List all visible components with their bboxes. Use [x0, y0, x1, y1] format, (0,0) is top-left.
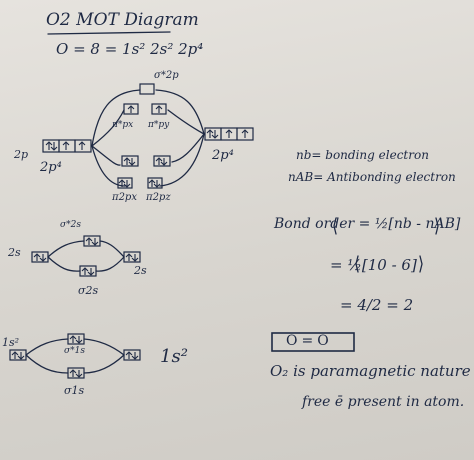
sigma-star-2s-box — [83, 235, 101, 247]
bo-bracket-right — [435, 217, 439, 235]
sigma-star-2s-label: σ*2s — [60, 220, 81, 230]
bond-order-result: = 4/2 = 2 — [340, 296, 414, 314]
sigma-star-1s-box — [67, 333, 85, 345]
right-1s-label: 1s² — [160, 346, 188, 367]
left-2p-boxes — [42, 139, 92, 153]
curve-l-mid — [91, 109, 125, 147]
sigma-2s-box — [79, 265, 97, 277]
pi-star-boxes — [123, 103, 167, 115]
pi-star-x-label: π*px — [112, 120, 134, 130]
bo2-bracket-right — [419, 255, 423, 273]
title-underline — [47, 31, 171, 35]
pi-y-label: π2pz — [146, 192, 171, 203]
sigma-star-2p-box — [139, 83, 155, 95]
nab-definition: nAB= Antibonding electron — [288, 170, 456, 184]
sigma-1s-box — [67, 367, 85, 379]
curve-1s-rb — [83, 354, 125, 374]
curve-r-bottom — [159, 133, 205, 187]
sigma-star-1s-label: σ*1s — [64, 346, 85, 356]
curve-1s-lb — [25, 354, 69, 374]
bo2-bracket-left — [355, 255, 359, 273]
sigma-1s-label: σ1s — [64, 384, 85, 397]
bond-order-substitution: = ½[10 - 6] — [330, 256, 417, 274]
double-bond-box — [271, 332, 355, 352]
curve-2s-rt — [99, 240, 125, 258]
right-2p-boxes — [204, 127, 254, 141]
curve-2s-lt — [47, 240, 85, 258]
sigma-2s-label: σ2s — [78, 284, 99, 297]
curve-r-low — [171, 133, 205, 163]
left-2p-label: 2p — [14, 148, 29, 161]
conclusion-line-1: O₂ is paramagnetic nature — [270, 362, 471, 380]
right-2p4-label: 2p⁴ — [212, 148, 234, 163]
left-2s-box — [31, 251, 49, 263]
right-1s-box — [123, 349, 141, 361]
conclusion-line-2: free ē present in atom. — [302, 394, 465, 410]
bond-order-formula: Bond order = ½[nb - nAB] — [274, 216, 461, 232]
sigma-2p-boxes — [117, 177, 163, 189]
curve-2s-rb — [95, 256, 125, 272]
curve-l-low — [91, 145, 121, 166]
right-2s-label: 2s — [134, 264, 147, 277]
curve-1s-lt — [25, 338, 69, 356]
left-1s-label: 1s² — [2, 336, 20, 349]
electron-configuration: O = 8 = 1s² 2s² 2p⁴ — [56, 40, 204, 58]
left-2p4-label: 2p⁴ — [40, 160, 62, 175]
double-bond-text: O=O — [286, 333, 333, 349]
curve-r-mid — [167, 109, 205, 135]
pi-x-label: π2px — [112, 192, 137, 203]
curve-l-bottom — [91, 145, 126, 187]
sigma-star-2p-label: σ*2p — [154, 70, 179, 81]
left-2s-label: 2s — [8, 246, 21, 259]
nb-definition: nb= bonding electron — [296, 148, 429, 162]
curve-l-top — [91, 89, 141, 147]
bo-bracket-left — [333, 217, 337, 235]
curve-1s-rt — [83, 338, 125, 356]
diagram-title: O2 MOT Diagram — [46, 10, 199, 30]
pi-star-y-label: π*py — [148, 120, 170, 130]
curve-r-top — [155, 89, 205, 135]
left-1s-box — [9, 349, 27, 361]
curve-2s-lb — [47, 256, 81, 272]
pi-boxes — [121, 155, 171, 167]
right-2s-box — [123, 251, 141, 263]
